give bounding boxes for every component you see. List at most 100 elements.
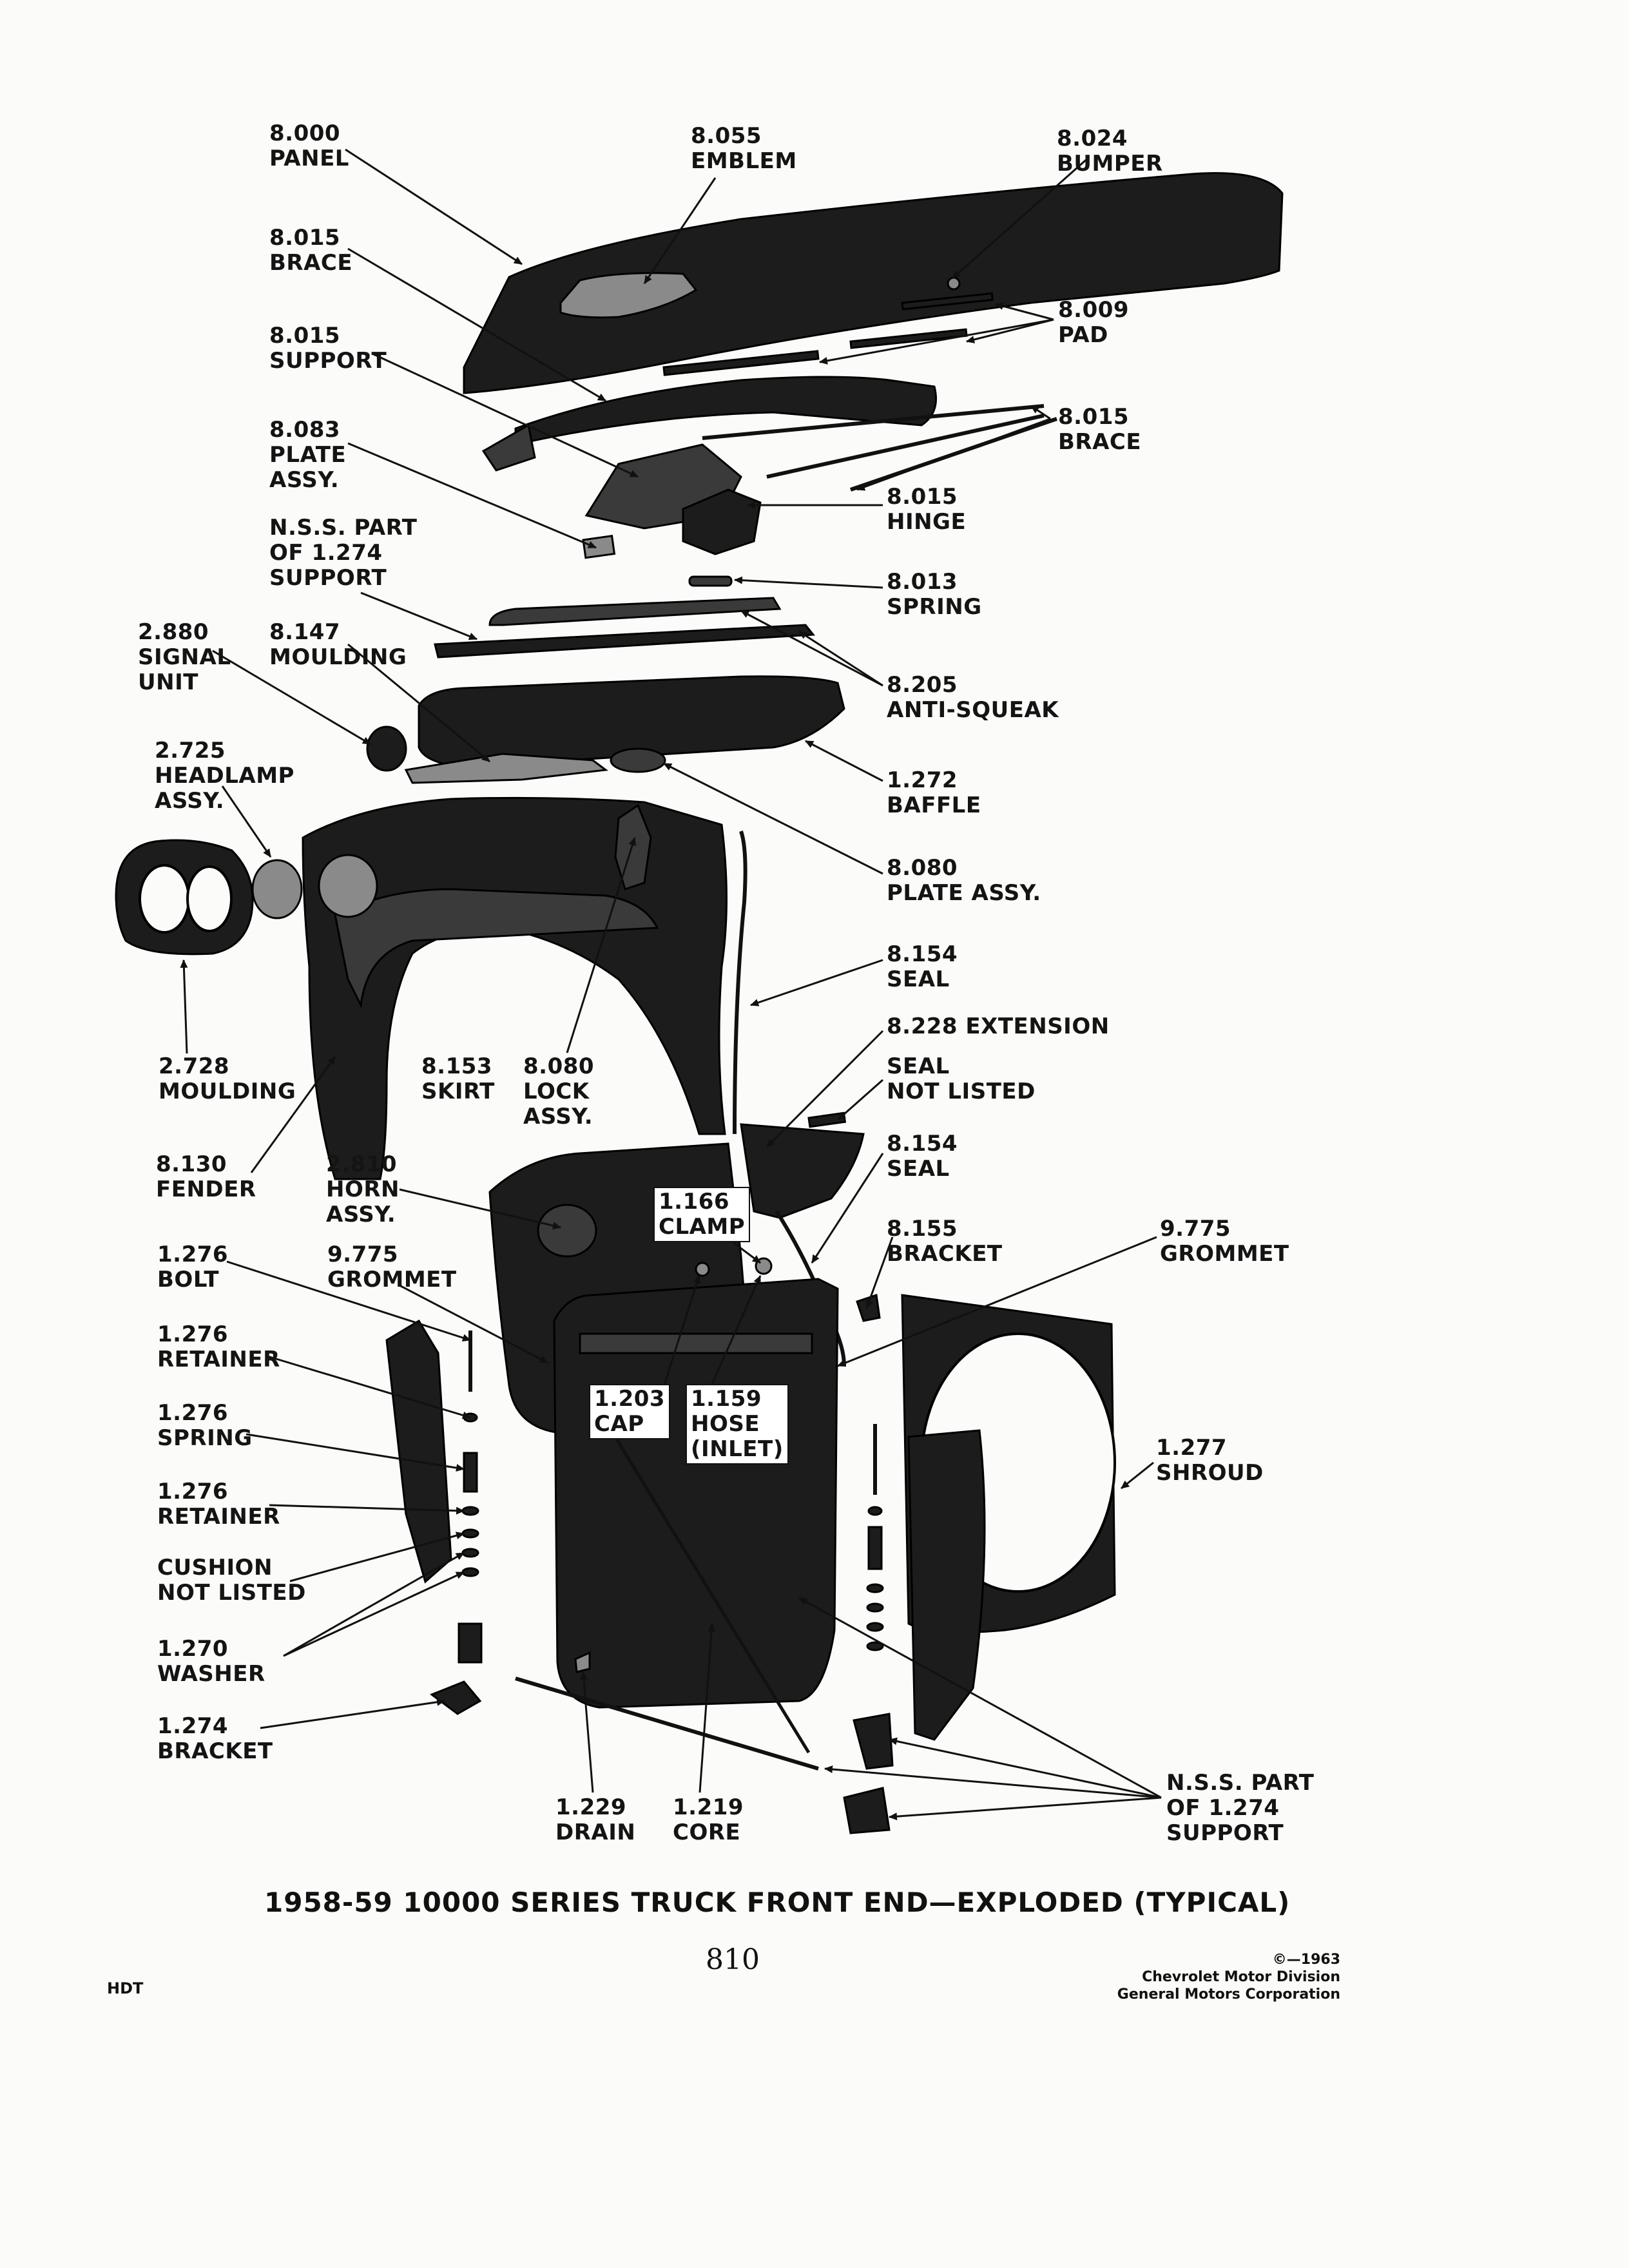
leader-drain xyxy=(579,1671,594,1793)
fender-inner-highlight xyxy=(334,888,659,1009)
leader-cap xyxy=(662,1275,701,1387)
support-left-part xyxy=(481,423,536,472)
leader-lock-assy xyxy=(566,837,637,1053)
hinge-part xyxy=(682,488,762,555)
drain-part xyxy=(574,1651,591,1673)
signal-unit-part xyxy=(366,726,407,772)
spring-top-part xyxy=(688,575,733,587)
leader-anti-squeak-b xyxy=(798,630,883,687)
leader-spring-lower xyxy=(246,1433,465,1472)
leader-bracket-lower xyxy=(260,1698,445,1729)
leader-nss-bottom-3 xyxy=(824,1765,1162,1799)
leader-baffle xyxy=(805,740,883,782)
leader-seal-upper xyxy=(750,959,883,1006)
footer-left-code: HDT xyxy=(107,1979,144,1997)
leader-seal-not-listed xyxy=(837,1079,883,1121)
leader-pad-1 xyxy=(995,302,1054,321)
leader-extension xyxy=(766,1030,884,1148)
extension-part xyxy=(740,1123,865,1219)
leader-brace-right-1 xyxy=(1030,405,1051,420)
leader-retainer-2 xyxy=(269,1504,465,1515)
seal-upper-part xyxy=(733,831,747,1135)
leader-anti-squeak-a xyxy=(740,610,883,687)
leader-hose xyxy=(711,1275,762,1385)
leader-grommet-right xyxy=(837,1236,1157,1367)
figure-caption: 1958-59 10000 SERIES TRUCK FRONT END—EXP… xyxy=(264,1887,1291,1918)
leader-plate-assy-mid xyxy=(663,762,883,875)
leader-horn xyxy=(399,1188,561,1230)
leader-shroud xyxy=(1121,1461,1154,1490)
nss-support-bar-part xyxy=(434,624,815,658)
bolt-stack-left xyxy=(429,1331,483,1715)
leader-nss-support-top xyxy=(360,591,477,640)
leader-nss-bottom-1 xyxy=(798,1597,1162,1799)
radiator-fin-highlight xyxy=(579,1332,813,1354)
copyright-notice: ©—1963 Chevrolet Motor Division General … xyxy=(1117,1952,1340,2003)
moulding-top-part xyxy=(404,753,608,784)
leader-washer-1 xyxy=(283,1552,465,1657)
leader-nss-bottom-4 xyxy=(889,1796,1162,1821)
emblem-part xyxy=(559,272,698,319)
leader-pad-2 xyxy=(966,318,1054,343)
leader-seal-lower xyxy=(811,1153,884,1264)
leader-bolt xyxy=(226,1260,471,1342)
leader-bracket-right xyxy=(865,1236,894,1309)
leader-brace-right-2 xyxy=(856,418,1051,491)
anti-squeak-part xyxy=(488,597,782,626)
brace-upper-part xyxy=(514,376,937,446)
headlamp-moulding-part xyxy=(115,839,254,956)
support-rod-part xyxy=(515,1677,819,1771)
leader-grommet-left xyxy=(399,1284,548,1364)
horn-part xyxy=(537,1204,597,1258)
leader-core xyxy=(699,1623,716,1793)
leader-retainer-1 xyxy=(265,1354,471,1419)
leader-signal-unit xyxy=(212,649,371,745)
plate-assy-mid-part xyxy=(610,747,666,773)
leader-pad-3 xyxy=(819,318,1054,365)
page-number: 810 xyxy=(706,1943,760,1976)
leader-moulding-left xyxy=(180,959,188,1054)
leader-cushion xyxy=(289,1532,465,1582)
shroud-part xyxy=(901,1294,1116,1741)
cap-part xyxy=(695,1262,710,1277)
